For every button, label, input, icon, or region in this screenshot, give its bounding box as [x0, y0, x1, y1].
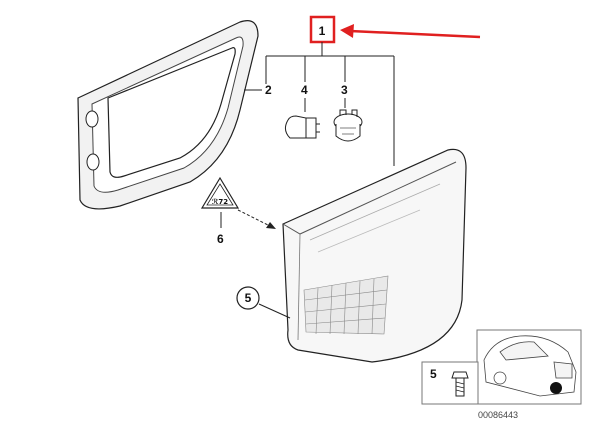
- callout-4: 4: [301, 83, 308, 97]
- callout-5: 5: [245, 291, 252, 305]
- callout-arrow-head: [340, 24, 354, 38]
- gasket-frame: [77, 20, 259, 210]
- inset-location-marker: [550, 382, 562, 394]
- gasket-hole-lower: [86, 153, 100, 171]
- callout-6: 6: [217, 232, 224, 246]
- callout-5-circle: [236, 286, 260, 310]
- bulb-holder-icon: [333, 109, 363, 142]
- bulb-icon: [284, 115, 320, 139]
- warning-symbol-text: ℛ72: [212, 198, 228, 206]
- car-inset: [476, 329, 582, 405]
- lens-reflector-grid: [303, 275, 389, 335]
- callout-tree: 1 2 4 3: [244, 15, 481, 166]
- document-number: 00086443: [478, 410, 518, 420]
- tail-light-lens: [282, 148, 467, 363]
- callout-2: 2: [265, 83, 272, 97]
- car-rear-icon: [483, 335, 577, 397]
- warning-triangle-icon: ℛ72: [200, 176, 240, 209]
- screw-inset: 5: [421, 361, 479, 405]
- inset-callout-5: 5: [430, 367, 437, 381]
- callout-arrow-shaft: [349, 29, 481, 39]
- callout-1: 1: [319, 24, 326, 38]
- screw-icon: [451, 371, 469, 397]
- gasket-hole-upper: [85, 110, 99, 128]
- label-leader-line: [237, 209, 271, 227]
- callout-3: 3: [341, 83, 348, 97]
